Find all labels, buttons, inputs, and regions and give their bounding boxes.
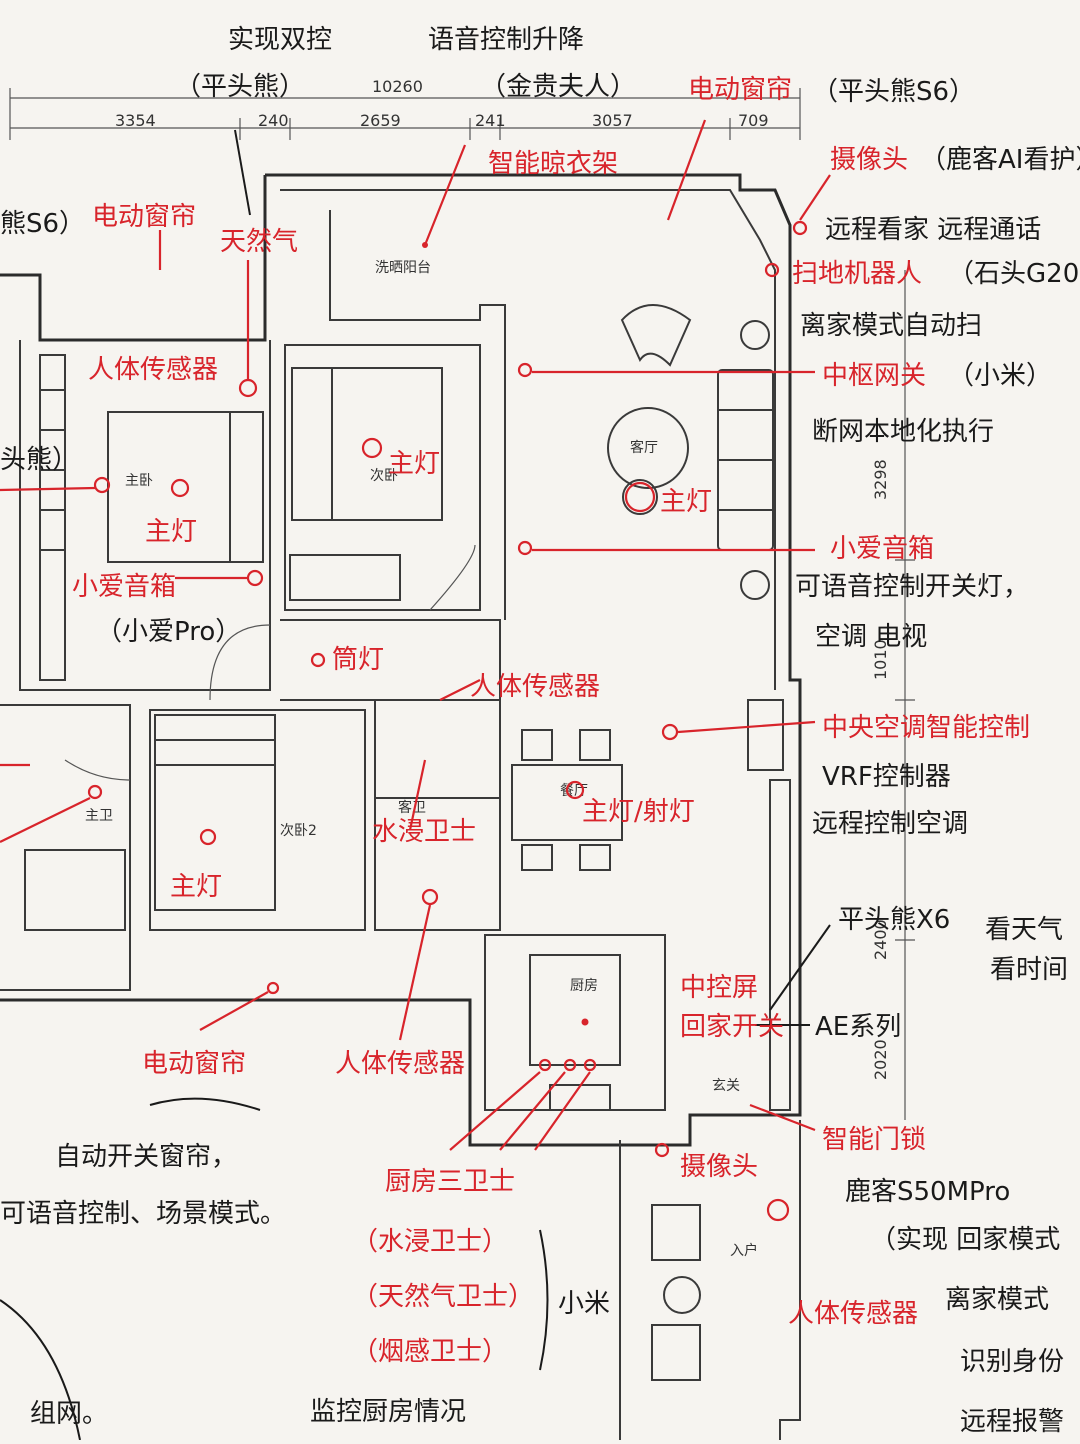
label-smart-hanger: 智能晾衣架 — [488, 149, 618, 179]
label-camera: 摄像头 — [830, 145, 908, 175]
label-guard-gas: （天然气卫士） — [352, 1282, 534, 1312]
note-lock-brand: 鹿客S50MPro — [845, 1177, 1010, 1207]
dim-seg-6: 709 — [738, 111, 769, 130]
top-curtain-brand: （平头熊） — [175, 72, 305, 102]
room-second: 次卧2 — [280, 823, 317, 839]
label-xiaoai-living: 小爱音箱 — [830, 534, 934, 564]
note-gateway-brand: （小米） — [948, 361, 1052, 391]
note-panel-2: 看时间 — [990, 955, 1068, 985]
note-vrf-2: 远程控制空调 — [812, 809, 968, 839]
note-xiaomi: 小米 — [558, 1289, 610, 1319]
note-gateway: 断网本地化执行 — [812, 417, 994, 447]
dim-right-4: 2020 — [871, 1039, 890, 1080]
note-panel-brand: 平头熊X6 — [838, 905, 950, 935]
label-main-light-second: 主灯 — [170, 872, 222, 902]
note-ae: AE系列 — [815, 1012, 901, 1042]
red-marks — [0, 119, 831, 1222]
label-robot-vacuum: 扫地机器人 — [792, 259, 922, 289]
room-foyer: 玄关 — [712, 1077, 740, 1094]
label-one-key-switch: 回家开关 — [680, 1012, 784, 1042]
dim-seg-5: 3057 — [592, 111, 633, 130]
label-water-leak: 水浸卫士 — [372, 817, 476, 847]
room-small: 次卧 — [370, 468, 398, 484]
top-hanger-brand: （金贵夫人） — [480, 72, 636, 102]
note-monitor-kitchen: 监控厨房情况 — [310, 1397, 466, 1427]
dim-right-3: 2400 — [871, 919, 890, 960]
note-lock-4: 远程报警 — [960, 1407, 1064, 1437]
note-vacuum-brand: （石头G20） — [948, 259, 1080, 289]
note-voice-scene: 可语音控制、场景模式。 — [0, 1199, 286, 1229]
label-control-panel: 中控屏 — [680, 973, 758, 1003]
dim-seg-3: 2659 — [360, 111, 401, 130]
black-marks — [0, 129, 831, 1441]
note-auto-curtain: 自动开关窗帘， — [55, 1142, 237, 1172]
note-camera-brand: （鹿客AI看护） — [920, 145, 1080, 175]
label-curtain-second: 电动窗帘 — [142, 1049, 246, 1079]
note-vacuum: 离家模式自动扫 — [800, 311, 982, 341]
dimension-lines — [9, 88, 915, 1120]
room-master-bath: 主卫 — [85, 808, 113, 824]
label-smart-lock: 智能门锁 — [822, 1125, 926, 1155]
walls — [0, 173, 802, 1440]
label-main-light-small: 主灯 — [388, 449, 440, 479]
label-motion-master: 人体传感器 — [88, 355, 218, 385]
note-vrf: VRF控制器 — [822, 762, 951, 792]
note-xiaoai-pro: （小爱Pro） — [96, 617, 241, 647]
label-main-light-master: 主灯 — [145, 517, 197, 547]
label-camera-entry: 摄像头 — [680, 1152, 758, 1182]
room-balcony: 洗晒阳台 — [375, 260, 431, 276]
top-hanger-note: 语音控制升降 — [428, 25, 584, 55]
note-mesh: 组网。 — [30, 1399, 108, 1429]
label-strip-light: 筒灯 — [332, 645, 384, 675]
room-living: 客厅 — [630, 439, 658, 456]
label-motion-hall: 人体传感器 — [470, 672, 600, 702]
note-lock-1: （实现 回家模式 — [870, 1225, 1060, 1255]
label-motion-entry: 人体传感器 — [788, 1299, 918, 1329]
dim-right-2: 1010 — [871, 639, 890, 680]
label-xiaoai-master: 小爱音箱 — [72, 572, 176, 602]
label-guard-water: （水浸卫士） — [352, 1227, 508, 1257]
label-main-light-living: 主灯 — [660, 487, 712, 517]
label-motion-kitchen: 人体传感器 — [335, 1049, 465, 1079]
note-left-bear: 头熊） — [0, 445, 78, 475]
note-lock-3: 识别身份 — [960, 1347, 1064, 1377]
label-central-ac: 中央空调智能控制 — [822, 713, 1030, 743]
room-master: 主卧 — [125, 473, 153, 489]
note-panel-1: 看天气 — [985, 915, 1063, 945]
note-camera: 远程看家 远程通话 — [825, 215, 1041, 245]
note-lock-2: 离家模式 — [945, 1285, 1049, 1315]
label-guard-smoke: （烟感卫士） — [352, 1337, 508, 1367]
label-kitchen-guards: 厨房三卫士 — [385, 1167, 515, 1197]
dim-right-1: 3298 — [871, 459, 890, 500]
note-left-curtain: 熊S6） — [0, 209, 85, 239]
note-speaker-1: 可语音控制开关灯， — [795, 572, 1029, 602]
label-curtain-right: 电动窗帘 — [688, 75, 792, 105]
label-curtain-right-brand: （平头熊S6） — [812, 77, 975, 107]
room-entry: 入户 — [730, 1242, 758, 1259]
label-curtain-master: 电动窗帘 — [92, 202, 196, 232]
dim-seg-1: 3354 — [115, 111, 156, 130]
label-dining-light: 主灯/射灯 — [582, 797, 695, 827]
room-guest-bath: 客卫 — [398, 799, 426, 816]
room-kitchen: 厨房 — [570, 978, 598, 994]
dim-seg-2: 240 — [258, 111, 289, 130]
note-speaker-2: 空调 电视 — [815, 622, 927, 652]
label-natural-gas: 天然气 — [220, 227, 298, 257]
label-gateway: 中枢网关 — [822, 361, 926, 391]
dim-seg-4: 241 — [475, 111, 506, 130]
dim-total: 10260 — [372, 77, 423, 96]
top-curtain-note: 实现双控 — [228, 25, 332, 55]
